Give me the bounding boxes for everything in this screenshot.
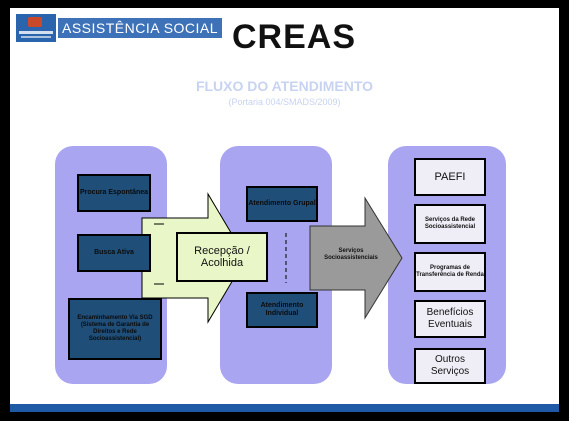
entry-box: Procura Espontânea [77,174,151,212]
footer-bar [10,404,559,412]
referral-label: Serviços Socioassistenciais [324,248,378,261]
attendance-box: Atendimento Individual [246,292,318,328]
portaria-note: (Portaria 004/SMADS/2009) [228,97,341,107]
brand-label: ASSISTÊNCIA SOCIAL [58,18,223,38]
flag-icon [28,17,42,27]
service-box: Outros Serviços [414,348,486,384]
service-box-paefi: PAEFI [414,158,486,196]
service-box: Benefícios Eventuais [414,300,486,338]
referral-arrow [309,196,403,320]
attendance-box: Atendimento Grupal [246,186,318,222]
entry-box: Busca Ativa [77,234,151,272]
slide: ASSISTÊNCIA SOCIAL CREAS FLUXO DO ATENDI… [10,8,559,412]
logo [16,14,56,42]
subtitle: FLUXO DO ATENDIMENTO [195,78,374,94]
service-box: Programas de Transferência de Renda [414,252,486,292]
page-title: CREAS [232,18,357,56]
service-box: Serviços da Rede Socioassistencial [414,204,486,244]
reception-box: Recepção / Acolhida [176,232,268,282]
reception-label: Recepção / Acolhida [194,245,250,269]
entry-box: Encaminhamento Via SGD (Sistema de Garan… [68,298,162,360]
